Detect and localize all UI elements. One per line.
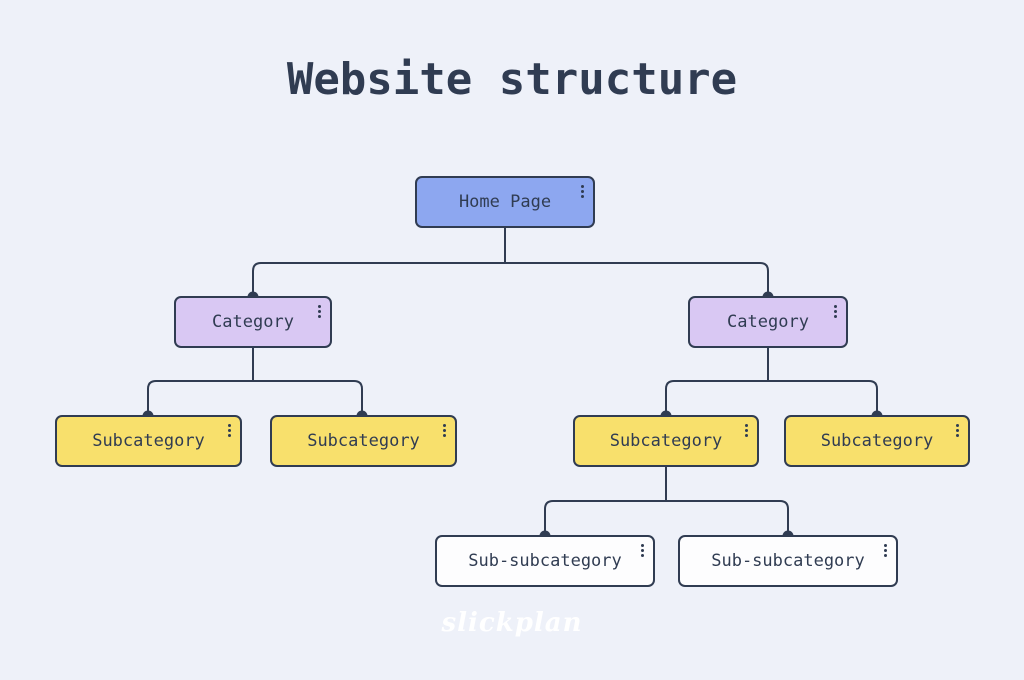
- node-label: Subcategory: [92, 431, 205, 451]
- node-label: Home Page: [458, 192, 552, 212]
- node-label: Category: [727, 312, 809, 332]
- kebab-menu-icon[interactable]: [834, 305, 837, 318]
- kebab-menu-icon[interactable]: [745, 424, 748, 437]
- kebab-menu-icon[interactable]: [956, 424, 959, 437]
- node-home-page[interactable]: Home Page: [415, 176, 595, 228]
- node-subcategory-2[interactable]: Subcategory: [270, 415, 457, 467]
- node-label: Subcategory: [820, 431, 934, 451]
- kebab-menu-icon[interactable]: [318, 305, 321, 318]
- tree-edges: [147, 228, 878, 534]
- node-category-1[interactable]: Category: [174, 296, 332, 348]
- kebab-menu-icon[interactable]: [228, 424, 231, 437]
- kebab-menu-icon[interactable]: [884, 544, 887, 557]
- kebab-menu-icon[interactable]: [581, 185, 584, 198]
- node-subcategory-4[interactable]: Subcategory: [784, 415, 970, 467]
- node-subcategory-1[interactable]: Subcategory: [55, 415, 242, 467]
- kebab-menu-icon[interactable]: [641, 544, 644, 557]
- node-category-2[interactable]: Category: [688, 296, 848, 348]
- node-label: Sub-subcategory: [711, 551, 865, 571]
- page-title: Website structure: [286, 54, 738, 105]
- node-label: Sub-subcategory: [468, 551, 622, 571]
- node-label: Subcategory: [307, 431, 420, 451]
- node-subcategory-3[interactable]: Subcategory: [573, 415, 759, 467]
- node-label: Category: [212, 312, 294, 332]
- node-sub-subcategory-1[interactable]: Sub-subcategory: [435, 535, 655, 587]
- slickplan-logo: slickplan: [441, 608, 583, 638]
- kebab-menu-icon[interactable]: [443, 424, 446, 437]
- node-sub-subcategory-2[interactable]: Sub-subcategory: [678, 535, 898, 587]
- node-label: Subcategory: [609, 431, 723, 451]
